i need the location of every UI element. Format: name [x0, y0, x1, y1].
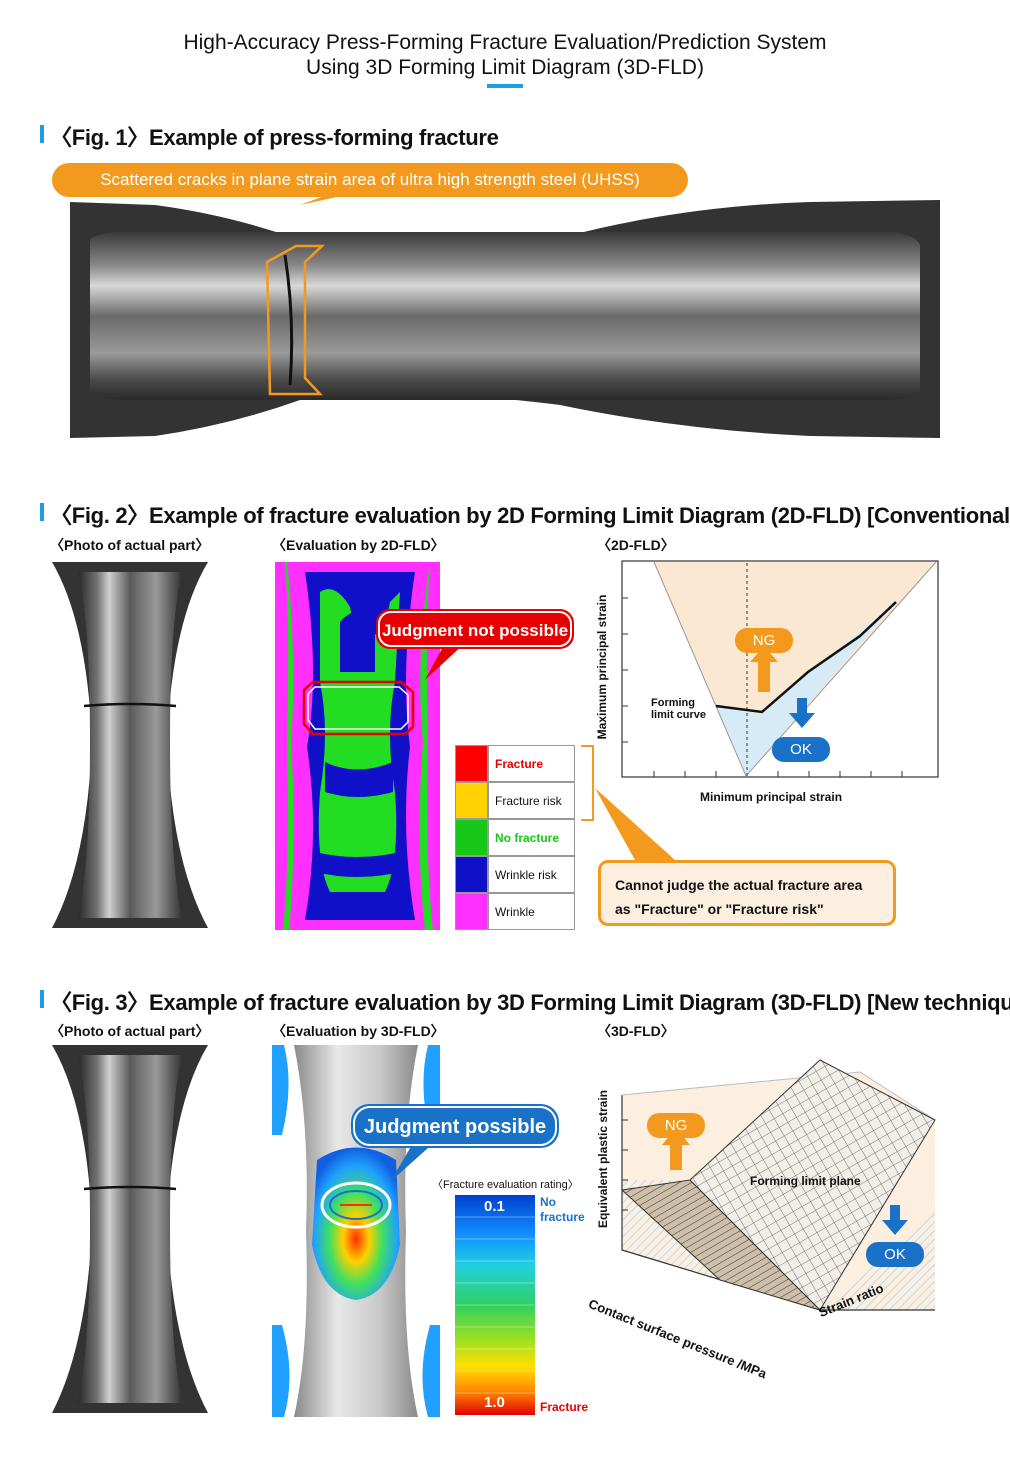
legend-item-wrinkle: Wrinkle — [455, 893, 575, 930]
ng-badge: NG — [735, 628, 793, 653]
fig2-note-pointer — [581, 745, 675, 860]
title-line-1: High-Accuracy Press-Forming Fracture Eva… — [183, 31, 827, 54]
ng-badge-3d: NG — [647, 1113, 705, 1138]
fig3-judgment-text: Judgment possible — [363, 1116, 547, 1138]
legend-swatch — [455, 745, 488, 782]
legend-item-no-fracture: No fracture — [455, 819, 575, 856]
boundary-lines — [653, 561, 937, 777]
fig3-photo-label: 〈Photo of actual part〉 — [50, 1023, 210, 1039]
fig3-part-photo — [52, 1045, 208, 1413]
fig2-ylabel: Maximum principal strain — [595, 594, 609, 740]
y-ticks — [622, 597, 628, 743]
legend-item-fracture: Fracture — [455, 745, 575, 782]
fig2-eval-label: 〈Evaluation by 2D-FLD〉 — [272, 537, 445, 553]
curve-label-line-2: limit curve — [651, 709, 707, 721]
section-marker — [40, 990, 44, 1008]
legend-swatch — [455, 893, 488, 930]
fig2-part-photo — [52, 562, 208, 928]
fig2-eval-map — [275, 562, 440, 930]
rating-label: 〈Fracture evaluation rating〉 — [432, 1179, 579, 1191]
page-title: High-Accuracy Press-Forming Fracture Eva… — [0, 30, 1010, 80]
title-line-2: Using 3D Forming Limit Diagram (3D-FLD) — [306, 56, 704, 79]
ok-badge: OK — [772, 737, 830, 762]
rating-colorbar — [455, 1195, 535, 1415]
forming-limit-curve — [715, 601, 897, 714]
legend-label: Fracture — [488, 745, 575, 782]
curve-label: Forming limit curve — [651, 697, 706, 721]
legend-label: Wrinkle risk — [488, 856, 575, 893]
fig3-heading: 〈Fig. 3〉Example of fracture evaluation b… — [50, 990, 1010, 1015]
fig2-xlabel: Minimum principal strain — [700, 790, 843, 804]
legend-swatch — [455, 819, 488, 856]
fig1-callout: Scattered cracks in plane strain area of… — [52, 163, 688, 197]
legend-label: Wrinkle — [488, 893, 575, 930]
fig2-judgment-bubble — [376, 609, 574, 680]
section-marker — [40, 503, 44, 521]
fig3-judgment-bubble — [351, 1104, 559, 1182]
ok-badge-3d: OK — [866, 1242, 924, 1267]
fig2-fld-label: 〈2D-FLD〉 — [597, 537, 675, 553]
legend-label: No fracture — [488, 819, 575, 856]
no-fracture-line-1: No — [540, 1195, 556, 1209]
ng-arrow-icon — [662, 1128, 690, 1170]
note-line-1: Cannot judge the actual fracture area — [615, 877, 863, 893]
ok-region — [716, 602, 896, 776]
rating-bottom-value: 1.0 — [484, 1394, 505, 1411]
title-underline — [487, 84, 523, 88]
fig1-photo — [70, 192, 940, 438]
fig2-heading: 〈Fig. 2〉Example of fracture evaluation b… — [50, 503, 1010, 528]
forming-limit-plane — [689, 1059, 936, 1311]
ok-arrow-icon — [882, 1205, 908, 1235]
fig1-heading: 〈Fig. 1〉Example of press-forming fractur… — [50, 125, 499, 150]
legend-swatch — [455, 782, 488, 819]
fracture-label: Fracture — [540, 1400, 589, 1414]
fig2-judgment-text: Judgment not possible — [381, 621, 569, 640]
plane-label: Forming limit plane — [750, 1174, 861, 1188]
ok-arrow-icon — [789, 698, 815, 728]
legend-item-fracture-risk: Fracture risk — [455, 782, 575, 819]
legend-label: Fracture risk — [488, 782, 575, 819]
no-fracture-label: No fracture — [540, 1195, 585, 1225]
rating-top-value: 0.1 — [484, 1198, 505, 1215]
legend-swatch — [455, 856, 488, 893]
fig2-note-box: Cannot judge the actual fracture area as… — [598, 860, 896, 926]
x-ticks — [653, 771, 903, 777]
fig2-fld-chart — [621, 560, 939, 778]
fig2-photo-label: 〈Photo of actual part〉 — [50, 537, 210, 553]
fig3-fld-label: 〈3D-FLD〉 — [597, 1023, 675, 1039]
ng-arrow-icon — [750, 646, 778, 692]
curve-label-line-1: Forming — [651, 697, 695, 709]
fig3-ylabel: Equivalent plastic strain — [596, 1089, 610, 1229]
legend-item-wrinkle-risk: Wrinkle risk — [455, 856, 575, 893]
section-marker — [40, 125, 44, 143]
fig2-legend: Fracture Fracture risk No fracture Wrink… — [455, 745, 575, 930]
y-ticks-3d — [622, 1119, 628, 1211]
note-line-2: as "Fracture" or "Fracture risk" — [615, 901, 824, 917]
fig3-eval-label: 〈Evaluation by 3D-FLD〉 — [272, 1023, 445, 1039]
no-fracture-line-2: fracture — [540, 1210, 585, 1224]
